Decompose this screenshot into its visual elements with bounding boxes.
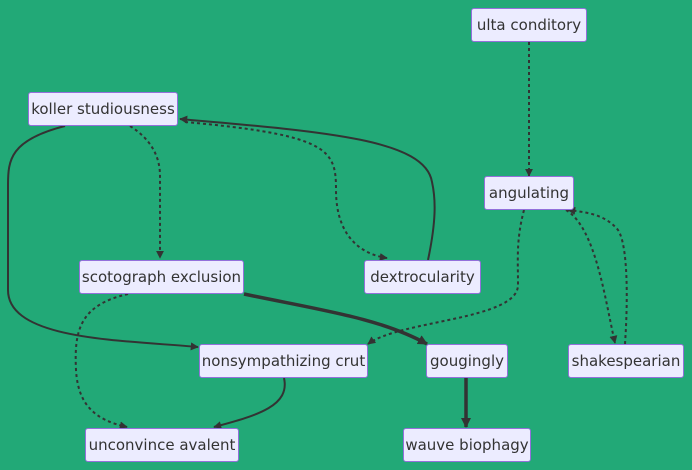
- edge-scotograph-to-gougingly: [243, 292, 428, 346]
- edge-shakespearian-to-angulating: [567, 206, 628, 345]
- edge-angulating-to-nonsym: [367, 209, 525, 345]
- node-unconvince-avalent[interactable]: unconvince avalent: [85, 428, 239, 462]
- edge-angulating-to-shakespearian: [565, 209, 618, 344]
- node-nonsympathizing-crut[interactable]: nonsympathizing crut: [199, 344, 368, 378]
- edge-nonsym-to-unconvince: [213, 377, 286, 430]
- node-dextrocularity[interactable]: dextrocularity: [364, 260, 481, 294]
- node-ulta-conditory[interactable]: ulta conditory: [471, 8, 587, 42]
- node-gougingly[interactable]: gougingly: [426, 344, 508, 378]
- node-koller-studiousness[interactable]: koller studiousness: [28, 92, 178, 126]
- edge-dextro-to-koller: [179, 115, 436, 261]
- edge-koller-to-scotograph: [129, 125, 164, 259]
- node-angulating[interactable]: angulating: [484, 176, 574, 210]
- edge-scotograph-to-unconvince: [74, 293, 129, 430]
- edge-koller-to-nonsym: [7, 125, 199, 351]
- node-scotograph-exclusion[interactable]: scotograph exclusion: [79, 260, 244, 294]
- edge-koller-to-dextro: [184, 121, 388, 261]
- node-shakespearian[interactable]: shakespearian: [568, 344, 684, 378]
- node-wauve-biophagy[interactable]: wauve biophagy: [403, 428, 531, 462]
